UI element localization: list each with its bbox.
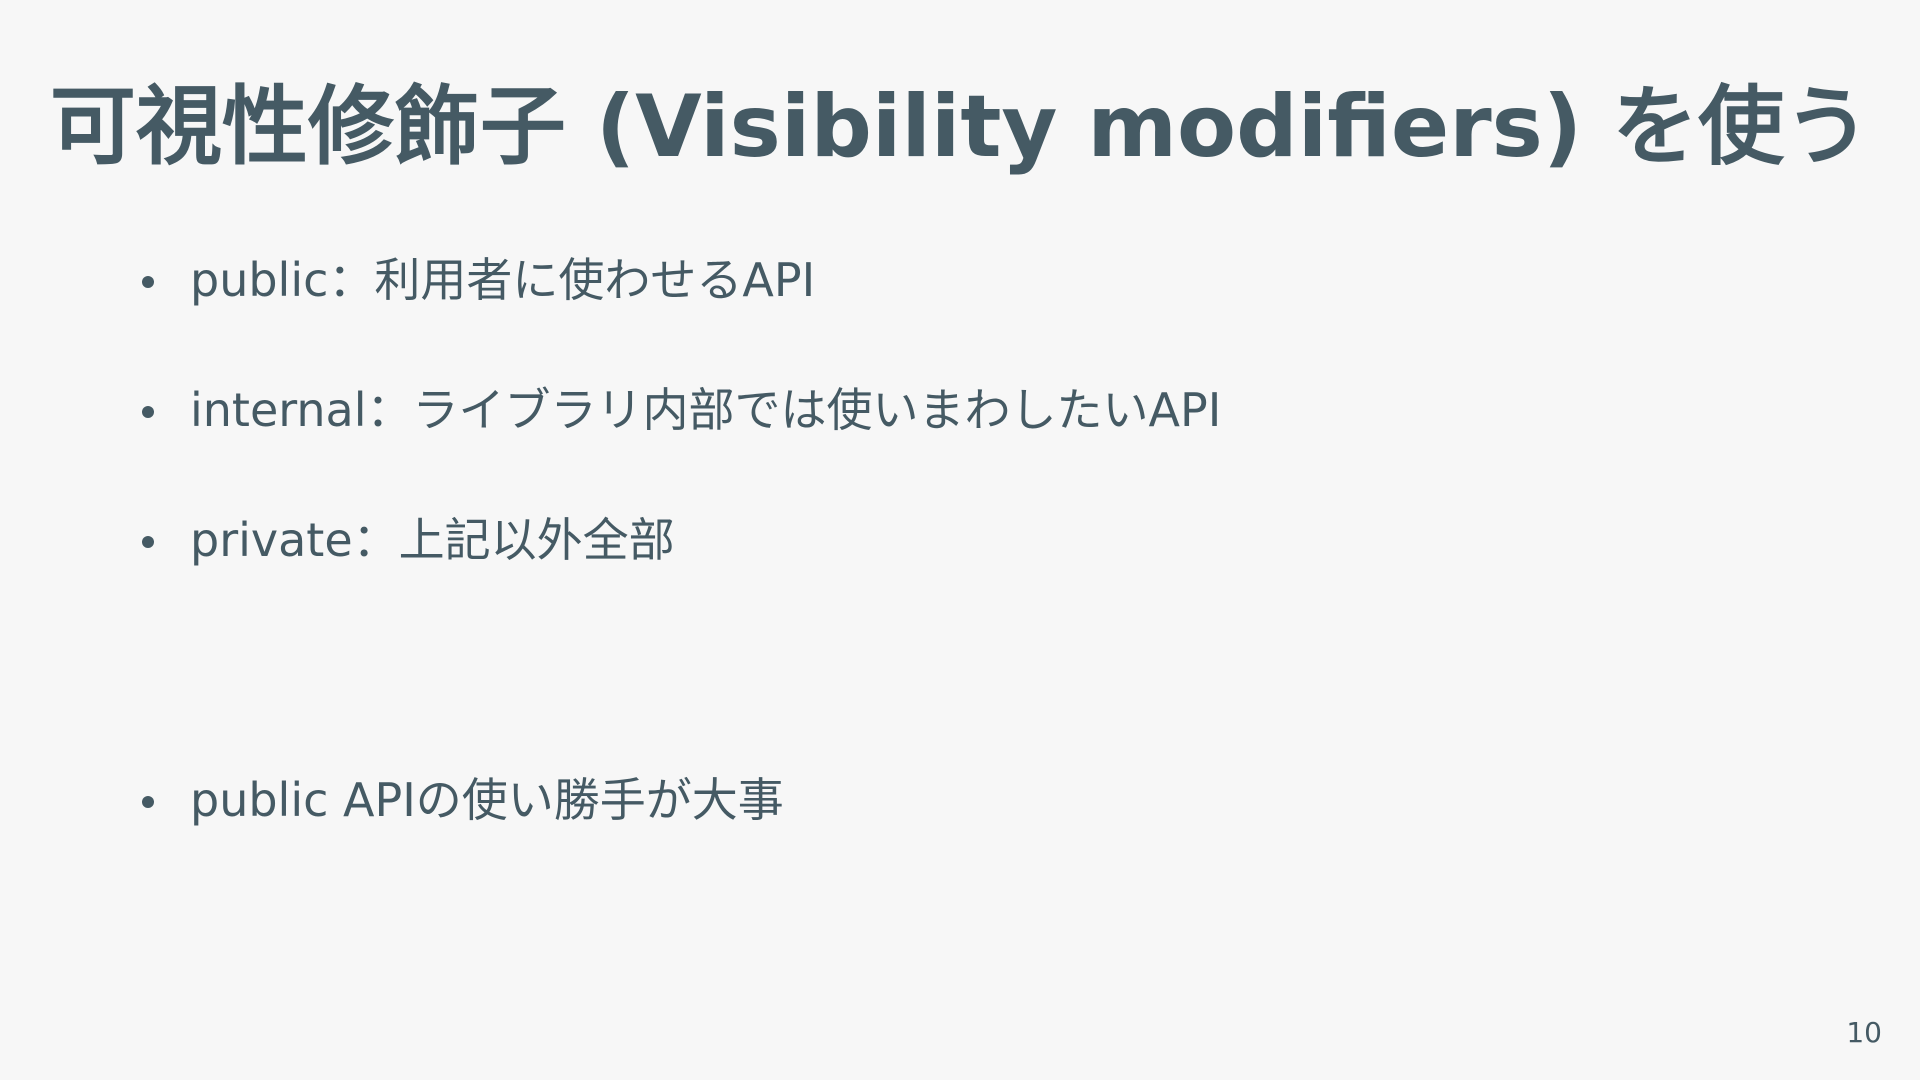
bullet-text: internal：ライブラリ内部では使いまわしたいAPI [190, 383, 1222, 437]
bullet-dot-icon [142, 276, 154, 288]
bullet-dot-icon [142, 796, 154, 808]
bullet-text: public：利用者に使わせるAPI [190, 253, 816, 307]
page-number: 10 [1846, 1016, 1882, 1049]
bullet-text: public APIの使い勝手が大事 [190, 773, 784, 827]
bullet-item-internal: internal：ライブラリ内部では使いまわしたいAPI [140, 380, 1221, 440]
bullet-item-public-api: public APIの使い勝手が大事 [140, 770, 784, 830]
slide-title: 可視性修飾子 (Visibility modifiers) を使う [49, 77, 1871, 177]
bullet-item-private: private：上記以外全部 [140, 510, 675, 570]
bullet-text: private：上記以外全部 [190, 513, 675, 567]
bullet-item-public: public：利用者に使わせるAPI [140, 250, 815, 310]
bullet-dot-icon [142, 536, 154, 548]
bullet-dot-icon [142, 406, 154, 418]
